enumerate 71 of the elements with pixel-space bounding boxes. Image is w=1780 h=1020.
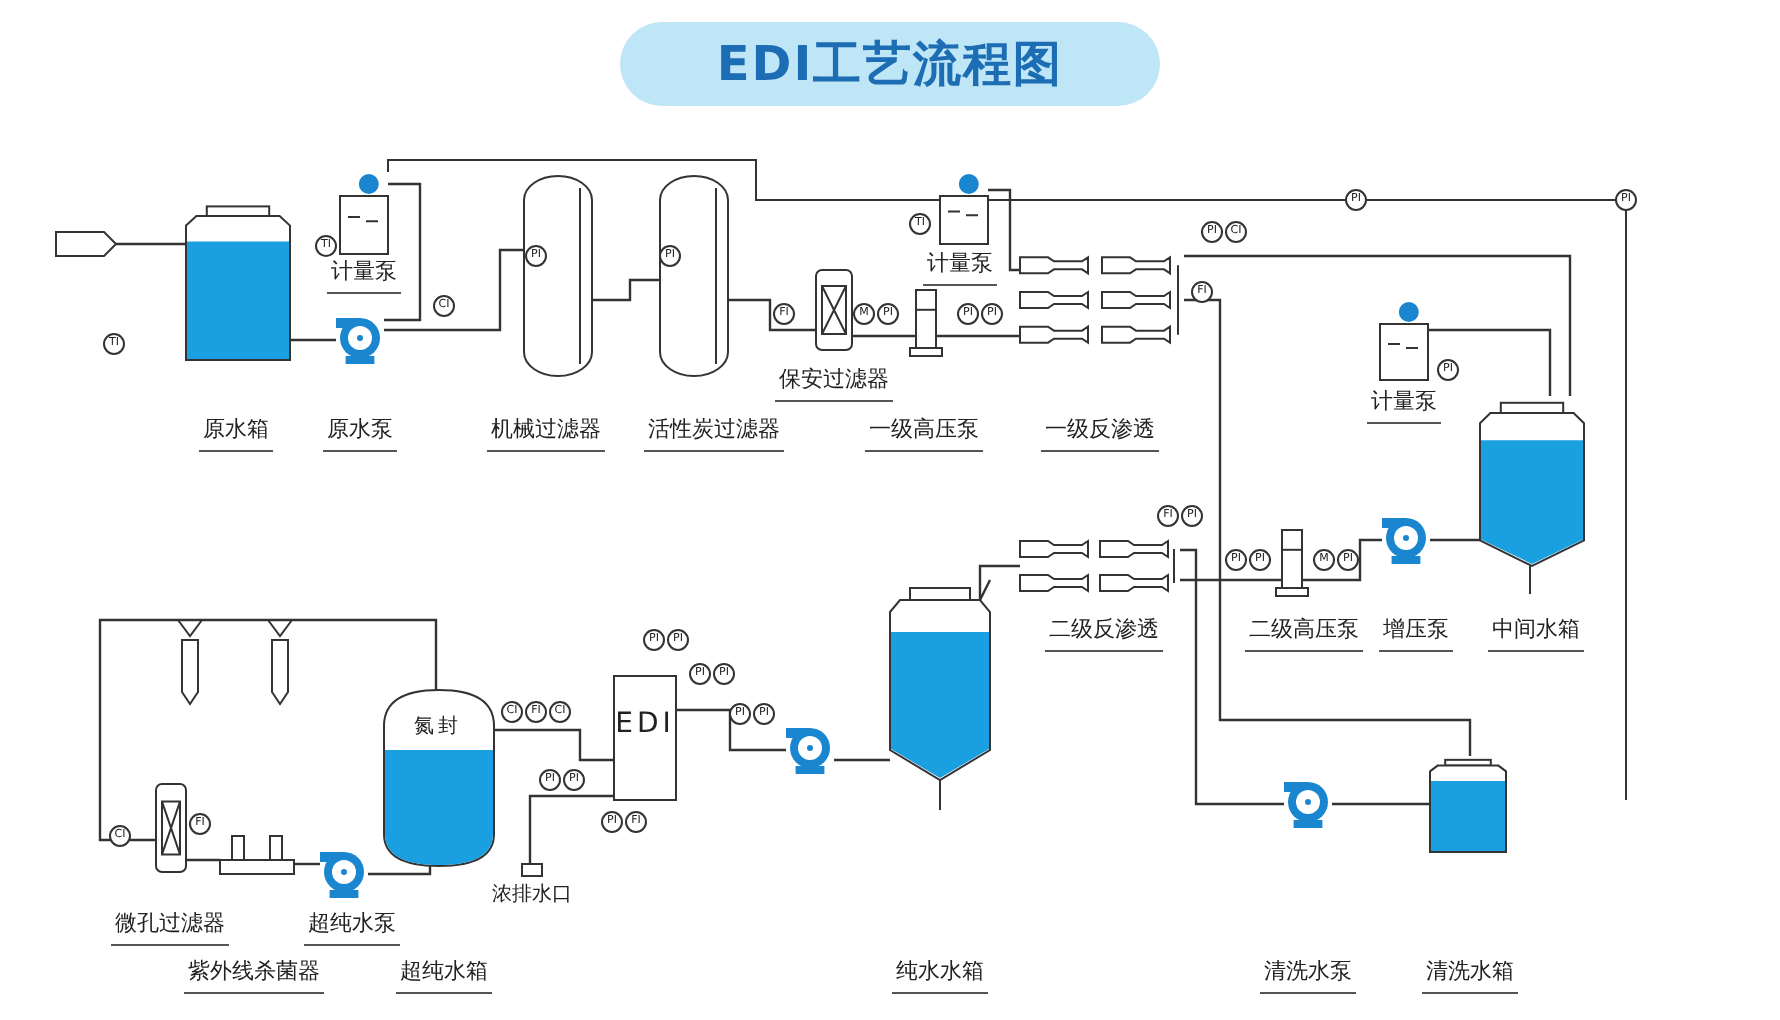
pipe-line: [728, 298, 816, 332]
equipment-caption: 清洗水泵: [1260, 956, 1356, 994]
equipment-caption: 活性炭过滤器: [644, 414, 784, 452]
pipe-line: [1302, 538, 1382, 582]
pipe-line: [186, 858, 220, 862]
equipment-caption: 中间水箱: [1488, 614, 1584, 652]
pipe-line: [1332, 802, 1430, 806]
title-banner: EDI工艺流程图: [620, 22, 1160, 106]
pipe-line: [1180, 578, 1282, 582]
water-tank: [384, 690, 494, 866]
centrifugal-pump: [1382, 516, 1430, 564]
pipe-line: [290, 338, 336, 342]
pipe-line: [676, 708, 786, 752]
equipment-caption: 超纯水泵: [304, 908, 400, 946]
equipment-caption: 清洗水箱: [1422, 956, 1518, 994]
pipe-line: [936, 334, 1020, 338]
pipe-line: [1180, 548, 1284, 806]
pipe-line: [98, 618, 438, 842]
equipment-caption: 计量泵: [923, 248, 997, 286]
equipment-caption: 原水泵: [323, 414, 397, 452]
equipment-caption: 原水箱: [199, 414, 273, 452]
cartridge-filter: [816, 270, 852, 350]
equipment-caption: 计量泵: [1367, 386, 1441, 424]
equipment-caption: 增压泵: [1379, 614, 1453, 652]
dosing-tank: [340, 172, 388, 254]
pipe-line: [116, 242, 186, 246]
dosing-tank: [940, 172, 988, 244]
water-inlet: [56, 232, 116, 256]
equipment-label: EDI: [615, 708, 675, 740]
filter-vessel: [524, 176, 592, 376]
water-tank: [1430, 756, 1506, 852]
equipment-caption: 机械过滤器: [487, 414, 605, 452]
equipment-caption: 纯水水箱: [892, 956, 988, 994]
equipment-caption: 二级反渗透: [1045, 614, 1163, 652]
equipment-caption: 二级高压泵: [1245, 614, 1363, 652]
pipe-line: [528, 794, 614, 864]
equipment-caption: 微孔过滤器: [111, 908, 229, 946]
pipe-line: [834, 758, 890, 762]
centrifugal-pump: [336, 316, 384, 364]
cartridge-filter: [156, 784, 186, 872]
dosing-tank: [1380, 300, 1428, 380]
pipe-line: [384, 182, 422, 322]
pipe-line: [294, 862, 320, 866]
equipment-caption: 保安过滤器: [775, 364, 893, 402]
equipment-caption: 紫外线杀菌器: [184, 956, 324, 994]
water-tank: [1480, 396, 1584, 566]
pipe-line: [1184, 298, 1472, 756]
pipe-line: [988, 188, 1020, 272]
equipment-caption: 浓排水口: [490, 881, 574, 910]
edi-module: [614, 676, 676, 800]
equipment-caption: 一级高压泵: [865, 414, 983, 452]
uv-sterilizer: [220, 836, 294, 880]
pipe-line: [852, 334, 916, 338]
centrifugal-pump: [786, 726, 834, 774]
centrifugal-pump: [1284, 780, 1332, 828]
drain-outlet: [522, 864, 542, 876]
equipment-caption: 超纯水箱: [396, 956, 492, 994]
pipe-line: [592, 278, 660, 302]
pipe-line: [494, 728, 614, 762]
pipe-line: [978, 564, 1020, 602]
pipe-line: [1428, 328, 1552, 396]
filter-vessel: [660, 176, 728, 376]
pipe-line: [384, 248, 524, 332]
pipe-line: [1430, 538, 1480, 542]
equipment-caption: 计量泵: [327, 256, 401, 294]
pipe-line: [368, 866, 432, 876]
pipe-line: [1184, 254, 1572, 396]
water-tank: [186, 200, 290, 360]
equipment-caption: 一级反渗透: [1041, 414, 1159, 452]
centrifugal-pump: [320, 850, 368, 898]
equipment-label: 氮封: [414, 713, 462, 740]
